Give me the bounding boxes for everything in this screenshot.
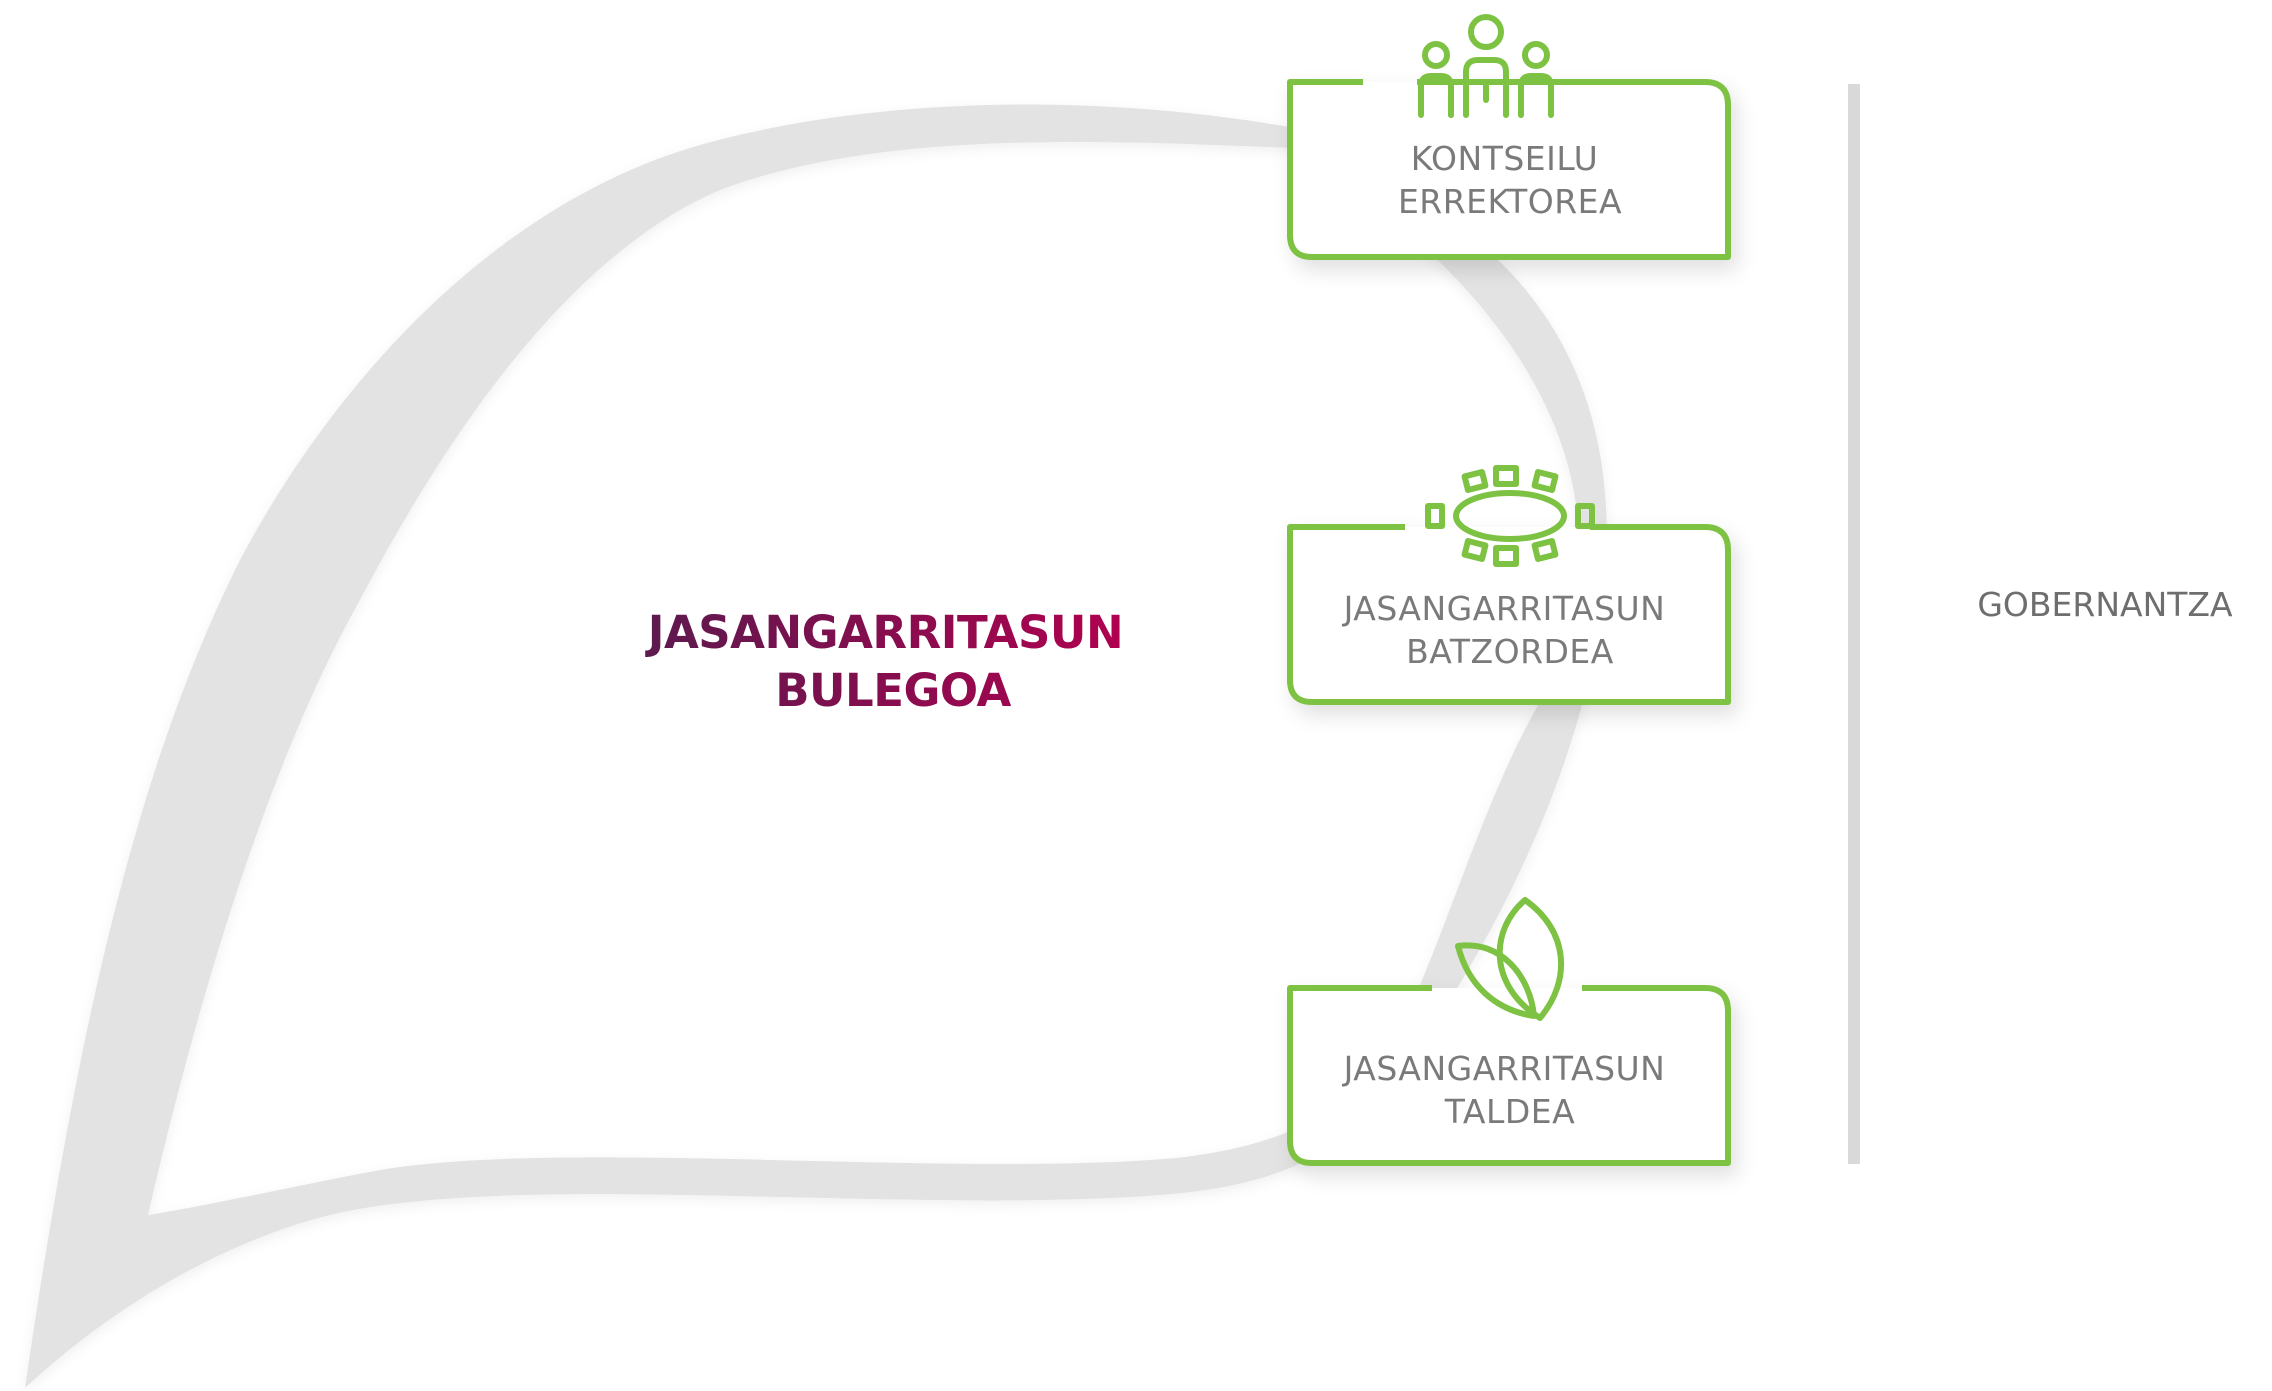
people-icon [1418, 14, 1554, 118]
leaf-icon [1455, 897, 1565, 1021]
box-label: JASANGARRITASUN BATZORDEA [1342, 589, 1677, 671]
box-jasangarritasun-batzordea: JASANGARRITASUN BATZORDEA [1287, 465, 1731, 705]
box-label: KONTSEILU ERREKTOREA [1398, 139, 1622, 221]
center-title: JASANGARRITASUN BULEGOA [645, 606, 1139, 717]
divider-line [1848, 84, 1860, 1164]
meeting-table-icon [1425, 465, 1595, 567]
side-label: GOBERNANTZA [1977, 585, 2233, 624]
loop-ribbon [25, 104, 1607, 1388]
box-kontseilu-errektorea: KONTSEILU ERREKTOREA [1287, 14, 1731, 260]
box-jasangarritasun-taldea: JASANGARRITASUN TALDEA [1287, 897, 1731, 1166]
box-label: JASANGARRITASUN TALDEA [1342, 1049, 1677, 1131]
